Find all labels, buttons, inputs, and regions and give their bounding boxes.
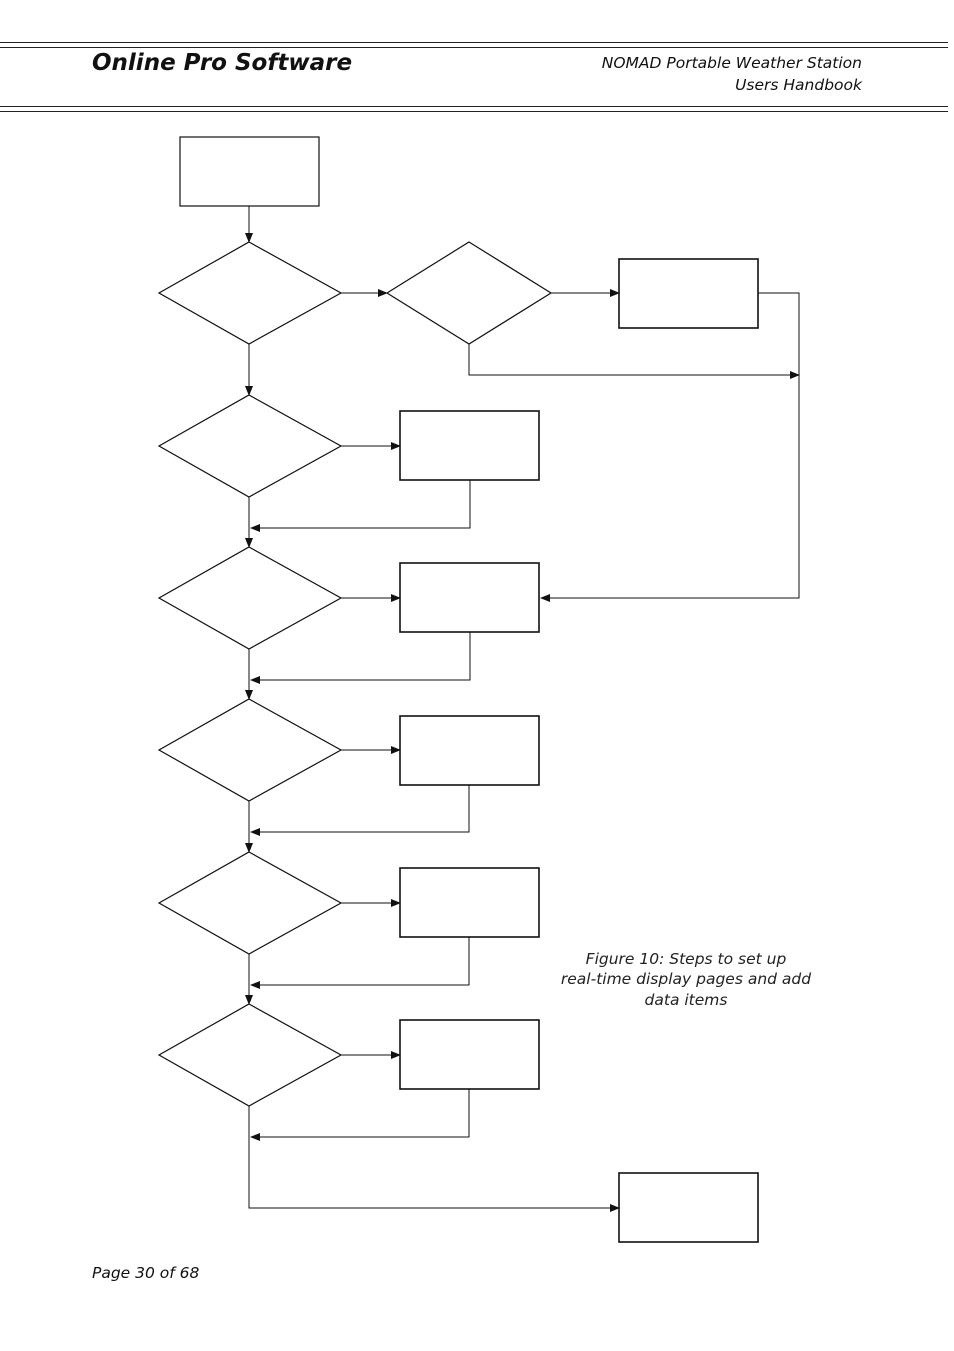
figure-caption-line-2: real-time display pages and add xyxy=(561,970,811,988)
document-title: Online Pro Software xyxy=(92,50,353,76)
subtitle-line-1: NOMAD Portable Weather Station xyxy=(601,54,862,72)
connector-box-rail xyxy=(540,292,800,602)
flow-decision-4 xyxy=(157,698,343,802)
flow-decision-6 xyxy=(157,1003,343,1107)
flow-box-2 xyxy=(399,410,540,481)
flow-box-4 xyxy=(399,715,540,786)
flow-decision-2 xyxy=(157,394,343,498)
flow-box-right-top xyxy=(618,258,759,329)
flow-box-6 xyxy=(399,1019,540,1090)
flow-decision-1b xyxy=(385,241,553,345)
connector-box2-return xyxy=(250,480,471,532)
connector-d1b-rail xyxy=(468,344,800,379)
flow-box-start xyxy=(179,136,320,207)
figure-caption-line-1: Figure 10: Steps to set up xyxy=(586,950,787,968)
header-rule-bottom-1 xyxy=(0,106,948,107)
page-number: Page 30 of 68 xyxy=(92,1264,200,1282)
header-rule-top-1 xyxy=(0,42,948,43)
flow-decision-3 xyxy=(157,546,343,650)
connector-box3-return xyxy=(250,632,471,684)
subtitle-line-2: Users Handbook xyxy=(735,76,862,94)
flow-box-3 xyxy=(399,562,540,633)
flow-decision-5 xyxy=(157,851,343,955)
figure-caption-line-3: data items xyxy=(645,991,728,1009)
flow-decision-1 xyxy=(157,241,343,345)
connector-d6-end xyxy=(248,1106,620,1212)
flow-box-end xyxy=(618,1172,759,1243)
document-subtitle: NOMAD Portable Weather Station Users Han… xyxy=(602,52,862,96)
connector-box6-return xyxy=(250,1089,470,1141)
connector-box5-return xyxy=(250,937,470,989)
header-rule-top-2 xyxy=(0,47,948,48)
header-rule-bottom-2 xyxy=(0,111,948,112)
flow-box-5 xyxy=(399,867,540,938)
connector-box4-return xyxy=(250,785,470,836)
